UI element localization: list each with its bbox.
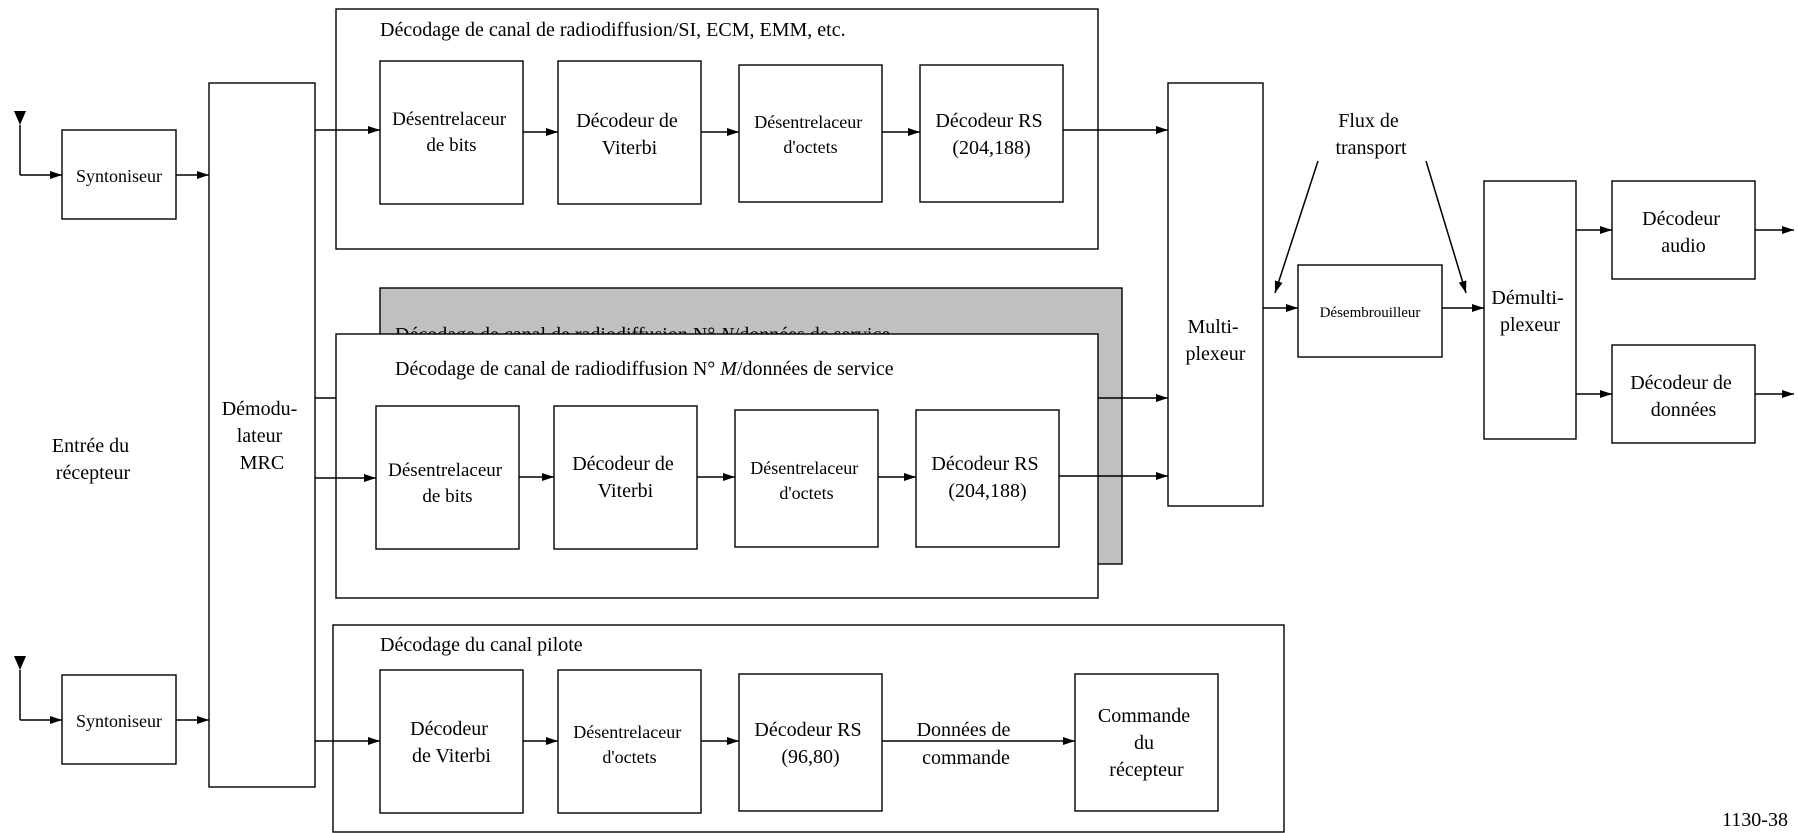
data-decoder xyxy=(1611,344,1756,444)
group-pilot-title: Décodage du canal pilote xyxy=(380,634,583,656)
multiplexer xyxy=(1167,82,1264,507)
byte-deinterleaver-pilot xyxy=(557,669,702,814)
viterbi-decoder-m-label: Décodeur de Viterbi xyxy=(572,453,679,502)
antenna-top-icon xyxy=(14,111,62,179)
byte-deinterleaver-m-label: Désentrelaceur d'octets xyxy=(750,458,862,503)
bit-deinterleaver-1 xyxy=(379,60,524,205)
byte-deinterleaver-1 xyxy=(738,64,883,203)
receiver-control-label: Commande du récepteur xyxy=(1098,705,1195,781)
multiplexer-label: Multi- plexeur xyxy=(1186,316,1246,365)
audio-decoder-label: Décodeur audio xyxy=(1642,208,1725,257)
tuner-top-label: Syntoniseur xyxy=(76,166,162,186)
audio-decoder xyxy=(1611,180,1756,280)
rs-decoder-m-label: Décodeur RS (204,188) xyxy=(931,453,1043,502)
data-decoder-label: Décodeur de données xyxy=(1630,372,1737,421)
group-broadcast-m-title: Décodage de canal de radiodiffusion N° M… xyxy=(395,358,894,380)
group-broadcast-si xyxy=(335,8,1099,250)
bit-deinterleaver-1-label: Désentrelaceur de bits xyxy=(392,109,511,156)
byte-deinterleaver-pilot-label: Désentrelaceur d'octets xyxy=(573,722,685,767)
descrambler xyxy=(1297,264,1443,358)
receiver-control xyxy=(1074,673,1219,812)
group-broadcast-si-title: Décodage de canal de radiodiffusion/SI, … xyxy=(380,19,846,41)
group-pilot xyxy=(332,624,1285,833)
tuner-top xyxy=(61,129,177,220)
antenna-bottom-icon xyxy=(14,656,62,724)
viterbi-decoder-1-label: Décodeur de Viterbi xyxy=(576,110,683,159)
rs-decoder-1 xyxy=(919,64,1064,203)
control-data-label: Données de commande xyxy=(917,719,1016,769)
descrambler-label: Désembrouilleur xyxy=(1320,305,1421,321)
viterbi-decoder-pilot xyxy=(379,669,524,814)
viterbi-decoder-1 xyxy=(557,60,702,205)
transport-stream-label: Flux de transport xyxy=(1335,110,1407,159)
demodulator xyxy=(208,82,316,788)
rs-decoder-pilot-label: Décodeur RS (96,80) xyxy=(754,719,866,768)
rs-decoder-pilot xyxy=(738,673,883,812)
byte-deinterleaver-m xyxy=(734,409,879,548)
viterbi-decoder-m xyxy=(553,405,698,550)
figure-number: 1130-38 xyxy=(1722,809,1788,831)
rs-decoder-1-label: Décodeur RS (204,188) xyxy=(935,110,1047,159)
tuner-bottom xyxy=(61,674,177,765)
bit-deinterleaver-m-label: Désentrelaceur de bits xyxy=(388,460,507,507)
demultiplexer xyxy=(1483,180,1577,440)
demodulator-label: Démodu- lateur MRC xyxy=(222,398,303,474)
bit-deinterleaver-m xyxy=(375,405,520,550)
tuner-bottom-label: Syntoniseur xyxy=(76,711,162,731)
byte-deinterleaver-1-label: Désentrelaceur d'octets xyxy=(754,112,866,157)
receiver-input-label: Entrée du récepteur xyxy=(52,435,134,484)
viterbi-decoder-pilot-label: Décodeur de Viterbi xyxy=(410,718,493,767)
rs-decoder-m xyxy=(915,409,1060,548)
demultiplexer-label: Démulti- plexeur xyxy=(1491,287,1568,336)
